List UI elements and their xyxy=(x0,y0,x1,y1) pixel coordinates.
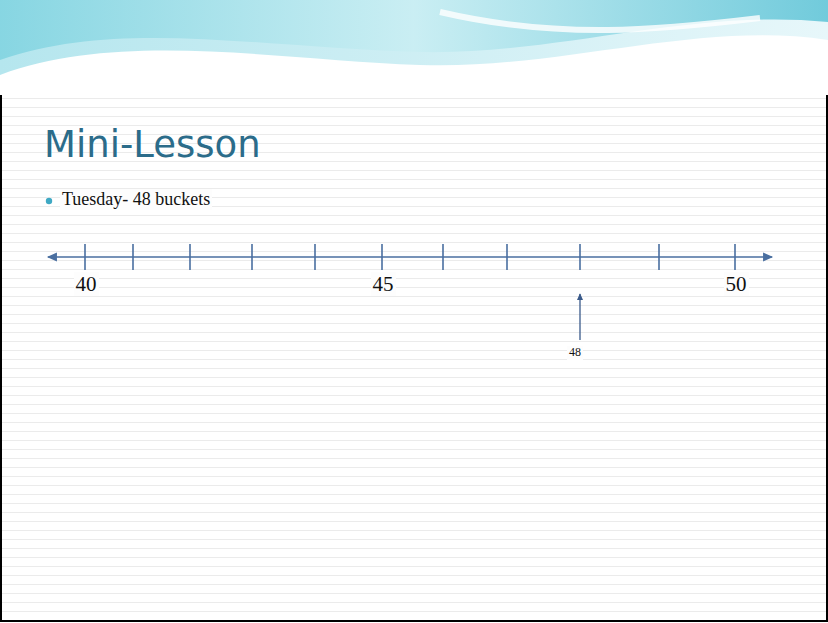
header-highlight xyxy=(440,12,760,30)
notebook-ruling xyxy=(0,95,828,623)
bullet-text: Tuesday- 48 buckets xyxy=(60,189,212,210)
tick-label: 50 xyxy=(724,272,749,296)
tick-marks xyxy=(85,244,735,270)
tick-label: 45 xyxy=(371,272,396,296)
header-wave xyxy=(0,0,828,60)
header-wave xyxy=(0,0,828,75)
slide-border xyxy=(0,620,828,622)
header-wave-line xyxy=(0,37,828,78)
number-line xyxy=(48,256,772,258)
slide-title: Mini-Lesson xyxy=(42,124,263,167)
slide-border xyxy=(0,95,2,622)
slide-border xyxy=(826,95,828,622)
tick-label: 40 xyxy=(74,272,99,296)
pointer-arrow xyxy=(579,294,580,340)
pointer-label: 48 xyxy=(567,346,583,360)
bullet-dot xyxy=(46,198,52,204)
